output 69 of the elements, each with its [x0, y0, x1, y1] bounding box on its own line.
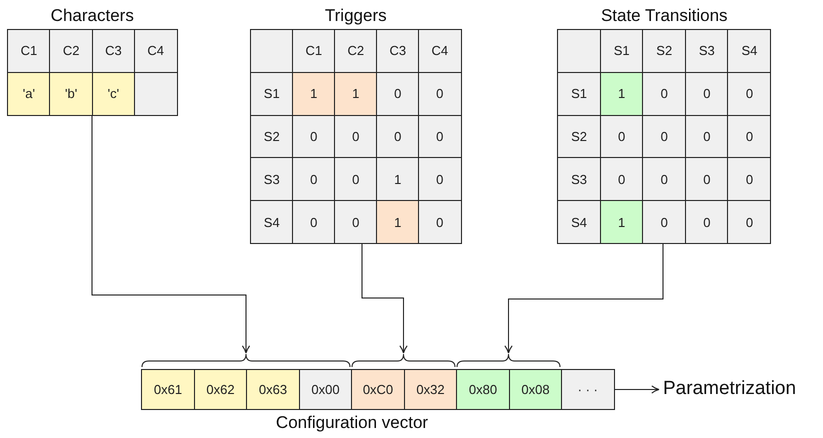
matrix-cell: 0 — [684, 72, 729, 116]
matrix-cell: 'a' — [7, 72, 51, 116]
header-cell: S1 — [600, 29, 644, 74]
matrix-cell: 0 — [418, 114, 462, 159]
matrix-cell: 0 — [642, 200, 686, 244]
matrix-cell: 0 — [292, 157, 336, 202]
header-cell: S4 — [557, 200, 602, 244]
matrix-cell: 0 — [727, 200, 772, 244]
matrix-cell: 0 — [727, 114, 772, 159]
vector-cell: 0x80 — [456, 369, 510, 410]
matrix-cell: 0 — [292, 114, 336, 159]
matrix-cell: 0 — [334, 114, 378, 159]
matrix-cell: 0 — [376, 72, 420, 116]
vector-caption: Configuration vector — [276, 412, 428, 434]
matrix-cell: 0 — [727, 157, 772, 202]
matrix-cell: 0 — [600, 114, 644, 159]
matrix-cell: 0 — [334, 157, 378, 202]
matrix-cell: 0 — [418, 72, 462, 116]
matrix-cell: 0 — [684, 114, 729, 159]
table-title: Triggers — [324, 5, 388, 27]
vector-cell: 0x08 — [508, 369, 562, 410]
header-cell: S3 — [684, 29, 729, 74]
matrix-cell: 0 — [727, 72, 772, 116]
matrix-cell: 0 — [642, 114, 686, 159]
header-cell: C1 — [292, 29, 336, 74]
header-cell: S2 — [642, 29, 686, 74]
header-cell: S2 — [557, 114, 602, 159]
matrix-cell: 0 — [418, 157, 462, 202]
matrix-cell: 0 — [600, 157, 644, 202]
matrix-cell: 0 — [642, 72, 686, 116]
header-cell: C4 — [134, 29, 178, 73]
vector-cell: 0x00 — [298, 369, 352, 410]
matrix-cell: 1 — [334, 72, 378, 116]
vector-cell: 0x32 — [404, 369, 458, 410]
matrix-cell: 0 — [642, 157, 686, 202]
matrix-cell: 0 — [292, 200, 336, 244]
header-cell: C1 — [7, 29, 51, 73]
matrix-cell: 1 — [376, 157, 420, 202]
header-cell: S2 — [250, 114, 294, 159]
matrix-cell: 0 — [376, 114, 420, 159]
header-cell: C2 — [334, 29, 378, 74]
header-cell: S4 — [727, 29, 772, 74]
header-cell: S3 — [250, 157, 294, 202]
matrix-cell: 1 — [600, 200, 644, 244]
output-label: Parametrization — [663, 376, 796, 402]
header-cell: C3 — [92, 29, 136, 73]
matrix-cell: 0 — [418, 200, 462, 244]
header-cell: S3 — [557, 157, 602, 202]
vector-cell: 0xC0 — [351, 369, 405, 410]
header-cell: C3 — [376, 29, 420, 74]
vector-cell: 0x62 — [194, 369, 248, 410]
header-cell: C2 — [49, 29, 93, 73]
header-cell: C4 — [418, 29, 462, 74]
matrix-cell: 0 — [684, 200, 729, 244]
matrix-cell: 'b' — [49, 72, 93, 116]
header-cell: S1 — [250, 72, 294, 116]
matrix-cell: 0 — [684, 157, 729, 202]
vector-cell: 0x61 — [141, 369, 195, 410]
matrix-cell: 'c' — [92, 72, 136, 116]
matrix-cell: 1 — [292, 72, 336, 116]
header-cell: S4 — [250, 200, 294, 244]
vector-cell: · · · — [561, 369, 614, 410]
table-title: Characters — [50, 5, 135, 27]
vector-cell: 0x63 — [246, 369, 300, 410]
header-cell: S1 — [557, 72, 602, 116]
matrix-cell: 1 — [376, 200, 420, 244]
table-title: State Transitions — [600, 5, 729, 27]
matrix-cell: 0 — [334, 200, 378, 244]
matrix-cell: 1 — [600, 72, 644, 116]
